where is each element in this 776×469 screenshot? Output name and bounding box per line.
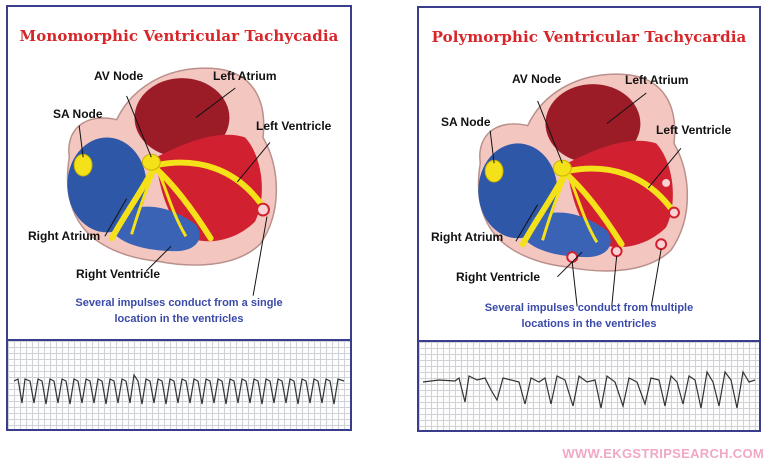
left-atrium-chamber [134, 78, 230, 158]
av-node-dot [141, 153, 161, 171]
ectopic-foci [566, 177, 680, 263]
label-left-atrium: Left Atrium [625, 73, 689, 87]
label-av-node: AV Node [94, 69, 144, 83]
conduction-branches [541, 172, 599, 244]
av-node-dot [552, 159, 572, 177]
ecg-strip [8, 339, 350, 429]
ecg-trace [422, 370, 756, 409]
polymorphic-vt-panel: Polymorphic Ventricular Tachycardia [417, 6, 761, 432]
sa-node-dot [484, 159, 504, 183]
caption: Several impulses conduct from multiple l… [419, 300, 759, 332]
label-right-ventricle: Right Ventricle [456, 270, 541, 284]
caption-line-1: Several impulses conduct from a single [75, 297, 283, 309]
panel-title: Polymorphic Ventricular Tachycardia [431, 28, 747, 46]
watermark-url: WWW.EKGSTRIPSEARCH.COM [562, 446, 764, 461]
ectopic-focus-4 [610, 245, 623, 258]
ecg-trace-svg [422, 370, 756, 409]
ecg-strip [419, 340, 759, 430]
label-av-node: AV Node [512, 72, 562, 86]
ectopic-focus-5 [566, 251, 579, 263]
ectopic-focus-2 [668, 206, 680, 219]
sa-node-dot [73, 153, 93, 177]
heart-diagram-polymorphic [477, 73, 688, 307]
ecg-trace-svg [13, 373, 345, 405]
caption-line-2: location in the ventricles [114, 313, 244, 325]
heart-diagram-monomorphic [66, 67, 277, 296]
ecg-trace [13, 373, 345, 405]
ectopic-focus-1 [660, 177, 673, 189]
panel-title: Monomorphic Ventricular Tachycadia [19, 27, 339, 45]
label-left-ventricle: Left Ventricle [656, 123, 732, 137]
ectopic-focus [256, 202, 270, 217]
caption-line-1: Several impulses conduct from multiple [484, 302, 694, 314]
left-atrium-chamber [545, 84, 641, 164]
label-left-ventricle: Left Ventricle [256, 119, 332, 133]
label-right-atrium: Right Atrium [28, 229, 101, 243]
label-sa-node: SA Node [53, 107, 103, 121]
label-right-atrium: Right Atrium [431, 230, 504, 244]
label-sa-node: SA Node [441, 115, 491, 129]
monomorphic-vt-panel: Monomorphic Ventricular Tachycadia [6, 5, 352, 431]
caption: Several impulses conduct from a single l… [8, 295, 350, 327]
ectopic-focus-3 [655, 238, 668, 251]
conduction-branches [130, 166, 188, 238]
label-right-ventricle: Right Ventricle [76, 267, 161, 281]
caption-line-2: locations in the ventricles [521, 318, 657, 330]
label-left-atrium: Left Atrium [213, 69, 277, 83]
